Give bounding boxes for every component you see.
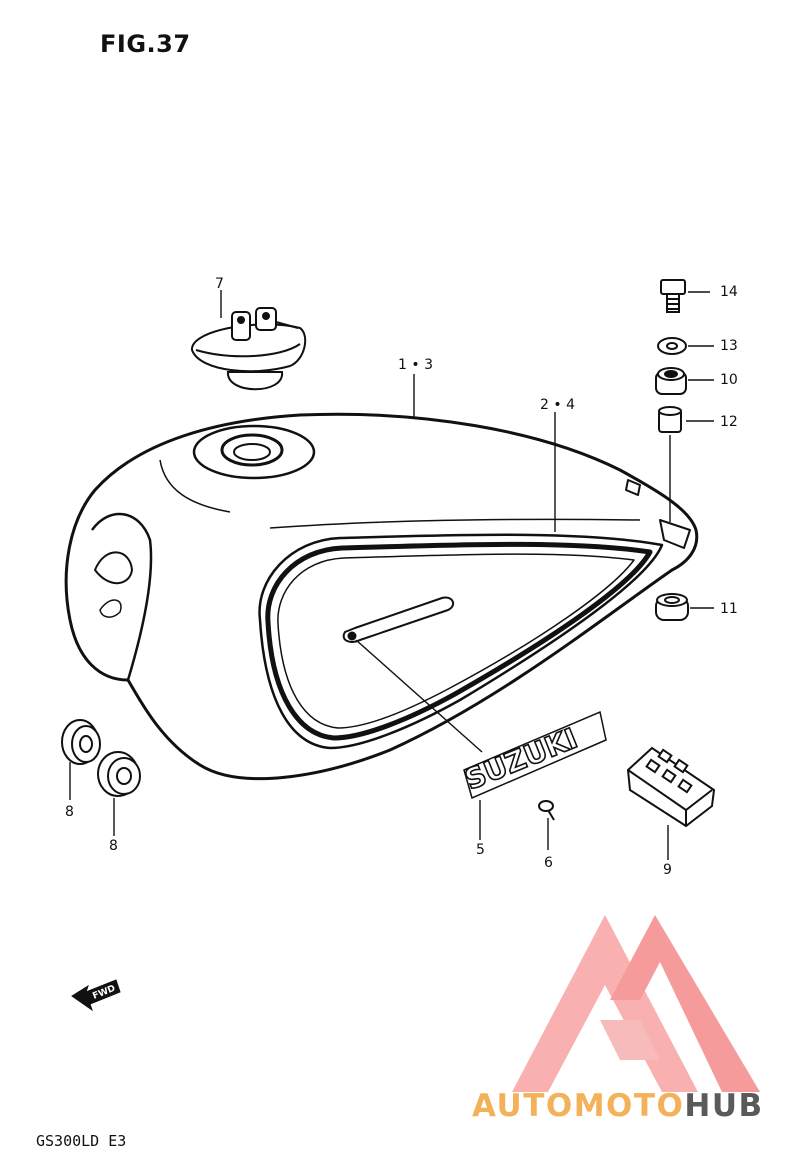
svg-text:AUTOMOTOHUB: AUTOMOTOHUB (472, 1088, 764, 1124)
callout-9: 9 (663, 862, 672, 878)
callout-8a: 8 (65, 804, 74, 820)
cushion-10 (655, 367, 687, 395)
callout-14: 14 (720, 284, 738, 300)
figure-title: FIG.37 (100, 30, 191, 58)
screw (538, 800, 555, 821)
cushion-11 (655, 593, 689, 621)
callout-12: 12 (720, 414, 738, 430)
washer (657, 337, 687, 355)
forward-arrow-icon: FWD (71, 979, 121, 1012)
watermark-brand-right: HUB (684, 1088, 763, 1124)
callout-7: 7 (215, 276, 224, 292)
emblem-text: SUZUKI (460, 722, 582, 797)
cushion-8a (61, 719, 101, 765)
callout-5: 5 (476, 842, 485, 858)
watermark-logo (512, 915, 760, 1092)
forward-label: FWD (91, 984, 117, 1002)
callout-11: 11 (720, 601, 738, 617)
leader-lines (69, 290, 714, 860)
model-code: GS300LD E3 (36, 1132, 127, 1150)
spacer-12 (658, 406, 682, 433)
callout-6: 6 (544, 855, 553, 871)
callout-1-3: 1 • 3 (398, 357, 433, 373)
cushion-8b (97, 751, 141, 797)
callout-8b: 8 (109, 838, 118, 854)
watermark-brand-left: AUTOMOTO (472, 1088, 684, 1124)
callout-13: 13 (720, 338, 738, 354)
bolt (660, 279, 686, 313)
fuel-cap (190, 307, 307, 391)
fuel-tank (64, 412, 699, 781)
callout-10: 10 (720, 372, 738, 388)
emblem: SUZUKI (459, 710, 607, 800)
callout-2-4: 2 • 4 (540, 397, 575, 413)
knee-pad (626, 746, 716, 828)
watermark-text: AUTOMOTOHUB (472, 1088, 764, 1124)
